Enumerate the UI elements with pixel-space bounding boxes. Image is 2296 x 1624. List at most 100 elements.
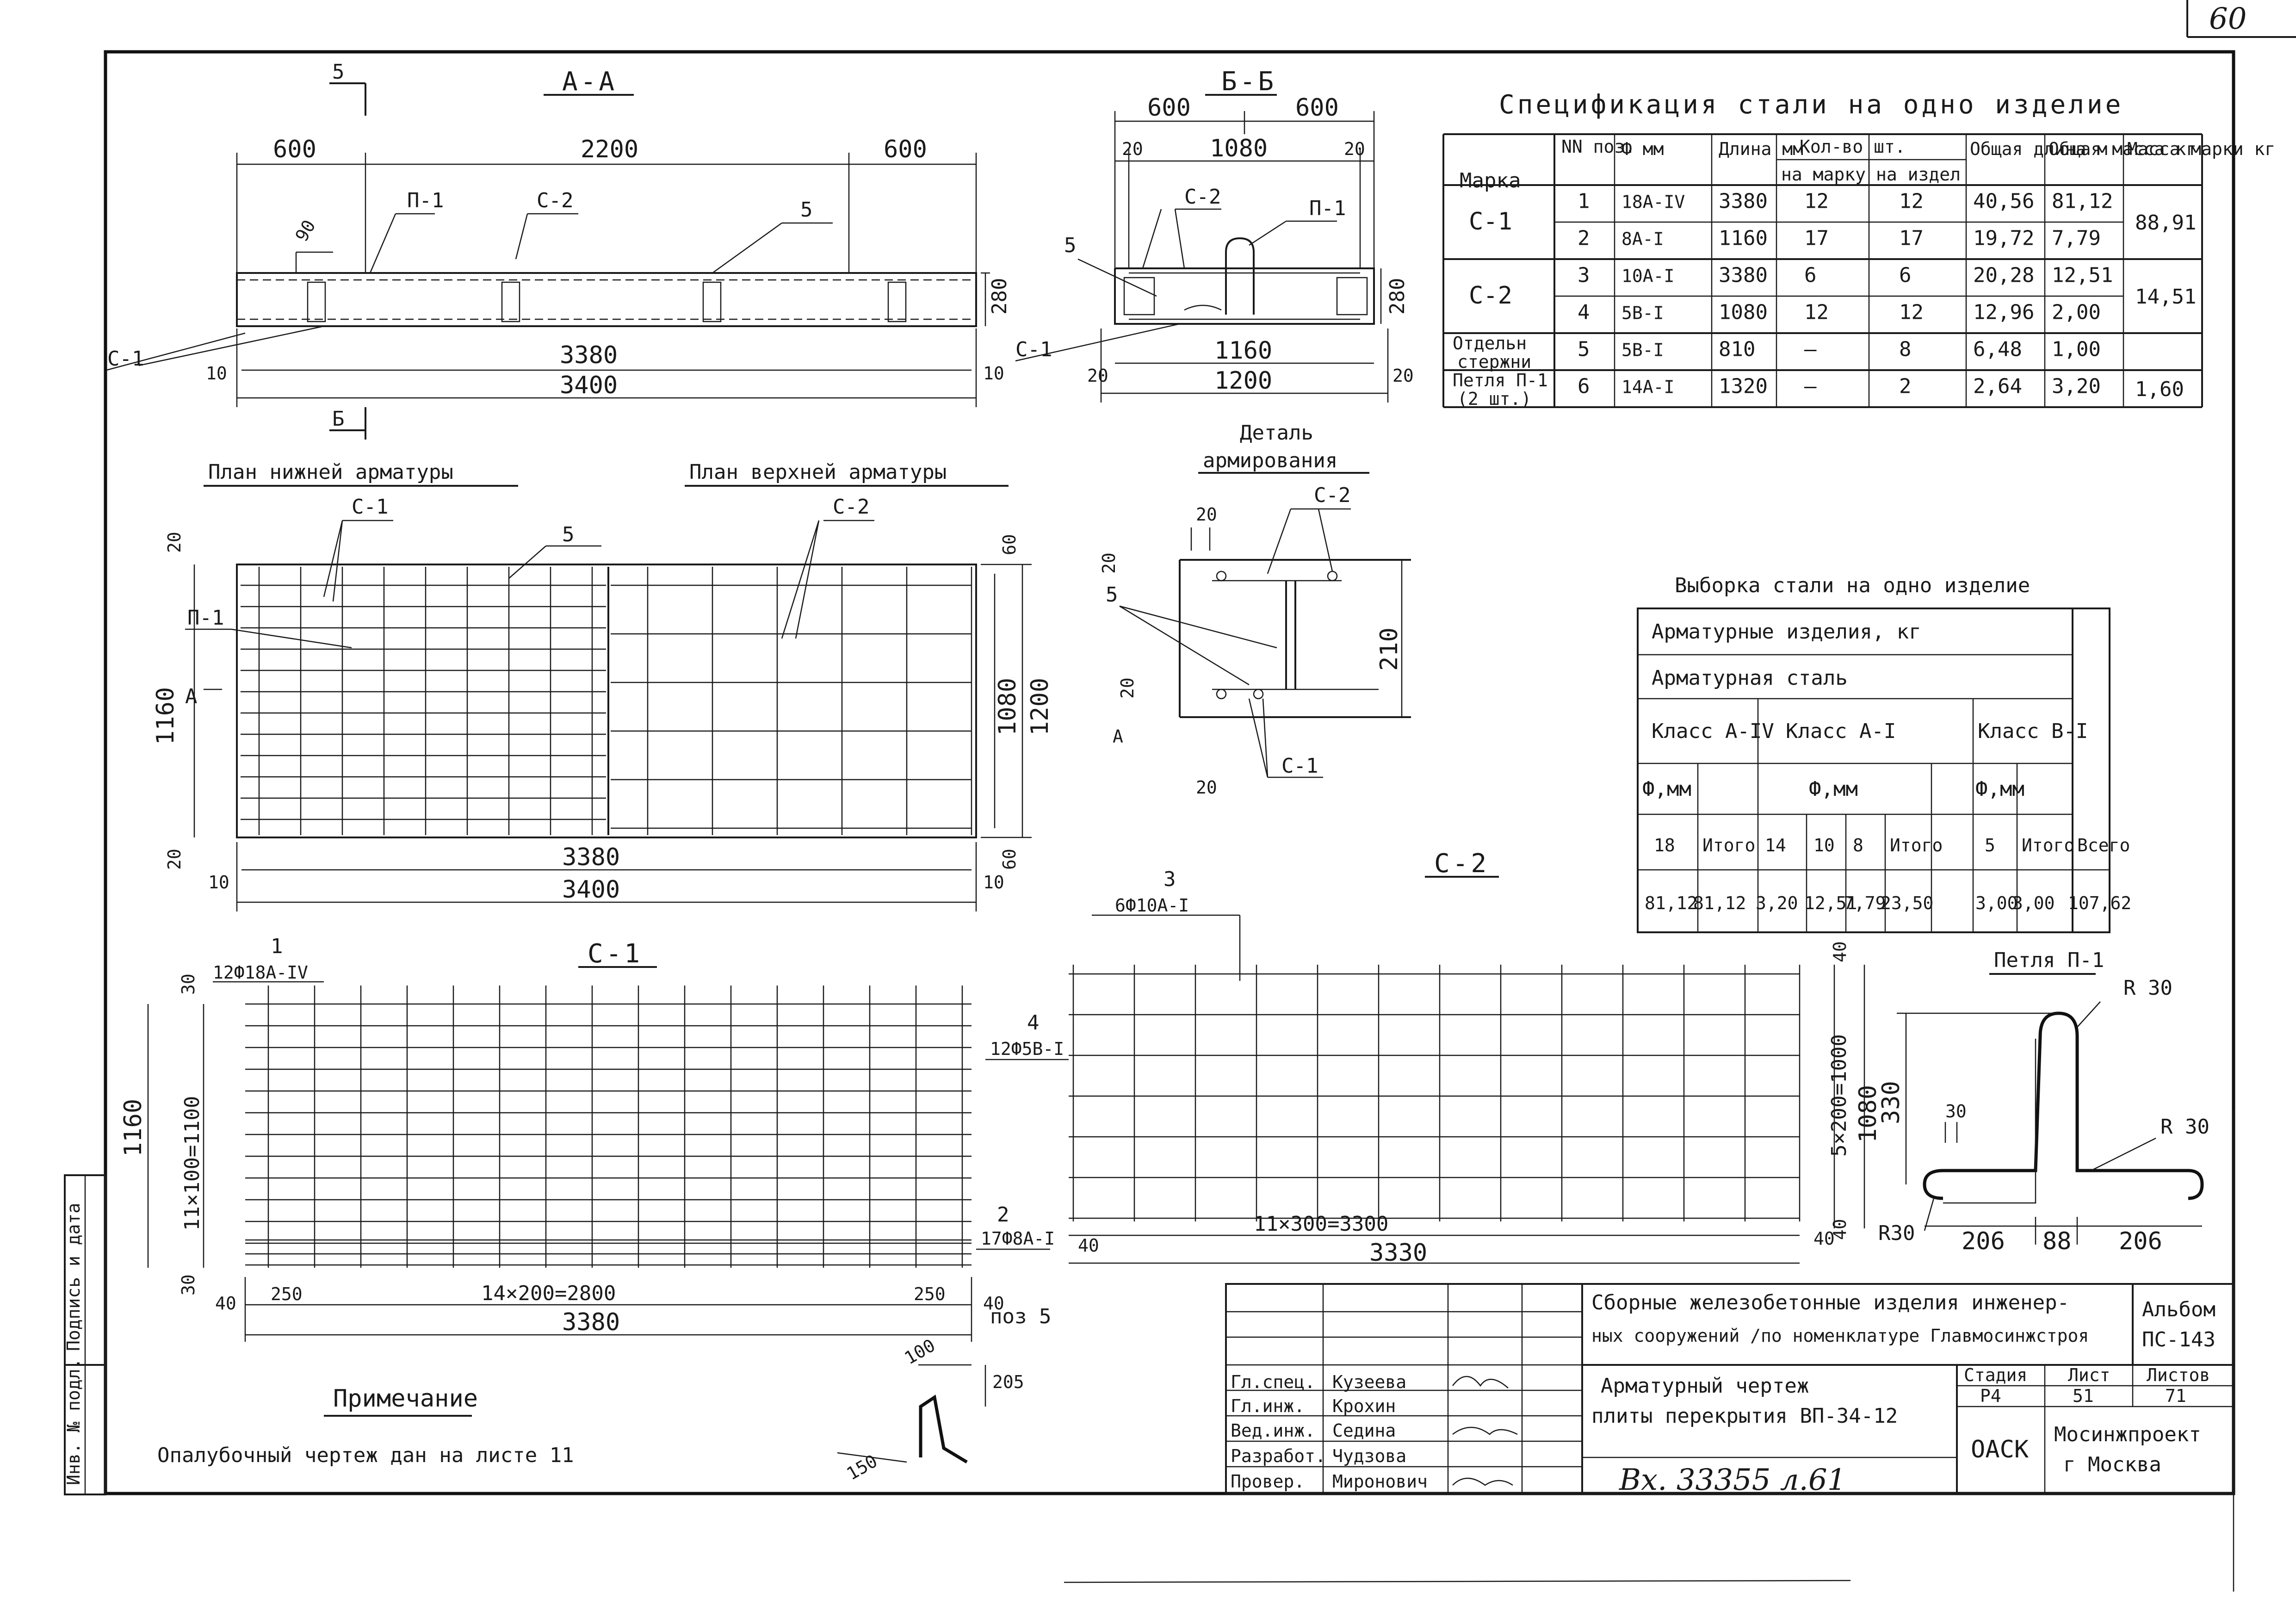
spec-header-qty: Кол-во шт. bbox=[1800, 136, 1906, 157]
spec-cell-mark-mass: 1,60 bbox=[2135, 378, 2184, 401]
svg-text:20: 20 bbox=[1196, 777, 1217, 798]
spec-cell-qty-item: 6 bbox=[1899, 264, 1912, 287]
spec-cell-pos: 5 bbox=[1578, 338, 1590, 361]
svg-text:5: 5 bbox=[562, 523, 575, 546]
spec-cell-total-mass: 1,00 bbox=[2052, 338, 2101, 361]
spec-cell-marka: С-2 bbox=[1469, 282, 1512, 310]
spec-cell-total-mass: 81,12 bbox=[2052, 190, 2113, 213]
selection-subheader: Всего bbox=[2077, 835, 2130, 855]
svg-text:1080: 1080 bbox=[1210, 135, 1268, 162]
svg-text:5: 5 bbox=[1064, 234, 1077, 257]
svg-text:6Ф10А-I: 6Ф10А-I bbox=[1115, 895, 1189, 916]
spec-cell-phi: 10А-I bbox=[1621, 266, 1674, 286]
svg-text:5: 5 bbox=[1106, 583, 1118, 607]
section-aa-title: А-А bbox=[562, 67, 617, 97]
spec-cell-pos: 6 bbox=[1578, 375, 1590, 398]
svg-text:Листов: Листов bbox=[2147, 1365, 2210, 1385]
spec-cell-pos: 2 bbox=[1578, 227, 1590, 250]
spec-header-len: Длина мм bbox=[1719, 139, 1803, 159]
svg-text:40: 40 bbox=[1813, 1228, 1835, 1249]
svg-text:П-1: П-1 bbox=[407, 189, 444, 212]
spec-header-phi: Ф мм bbox=[1621, 139, 1664, 159]
svg-text:10: 10 bbox=[983, 872, 1004, 893]
svg-text:40: 40 bbox=[1078, 1235, 1099, 1256]
svg-text:П-1: П-1 bbox=[1309, 197, 1346, 220]
spec-cell-qty-item: 8 bbox=[1899, 338, 1912, 361]
spec-cell-phi: 18А-IV bbox=[1621, 192, 1685, 212]
selection-value: 81,12 bbox=[1645, 893, 1697, 913]
svg-text:ПС-143: ПС-143 bbox=[2142, 1328, 2216, 1351]
svg-text:30: 30 bbox=[1945, 1101, 1967, 1122]
svg-text:План нижней арматуры: План нижней арматуры bbox=[208, 460, 453, 484]
svg-text:Сборные железобетонные изделия: Сборные железобетонные изделия инженер- bbox=[1591, 1291, 2069, 1314]
selection-value: 12,51 bbox=[1804, 893, 1857, 913]
spec-cell-qty-mark: 17 bbox=[1804, 227, 1829, 250]
svg-text:206: 206 bbox=[2119, 1227, 2162, 1255]
svg-text:армирования: армирования bbox=[1203, 449, 1337, 472]
selection-subheader: 14 bbox=[1765, 835, 1786, 855]
svg-text:Арматурный чертеж: Арматурный чертеж bbox=[1601, 1374, 1809, 1398]
sheet-frame bbox=[104, 50, 2235, 1495]
svg-text:12Ф18А-IV: 12Ф18А-IV bbox=[213, 962, 308, 983]
svg-text:20: 20 bbox=[1122, 139, 1143, 159]
spec-cell-qty-item: 12 bbox=[1899, 190, 1924, 213]
svg-text:330: 330 bbox=[1877, 1081, 1905, 1124]
svg-text:40: 40 bbox=[215, 1293, 236, 1314]
spec-header-marka: Марка bbox=[1460, 169, 1521, 192]
svg-text:3380: 3380 bbox=[562, 1308, 620, 1336]
svg-text:40: 40 bbox=[1830, 1219, 1850, 1240]
svg-text:250: 250 bbox=[271, 1284, 303, 1304]
spec-cell-qty-item: 2 bbox=[1899, 375, 1912, 398]
selection-table-title: Выборка стали на одно изделие bbox=[1675, 574, 2030, 597]
spec-cell-marka: С-1 bbox=[1469, 208, 1512, 236]
selection-dia: Ф,мм bbox=[1642, 777, 1691, 801]
spec-header-total-mass: Общая масса кг bbox=[2048, 139, 2197, 159]
note: Примечание Опалубочный чертеж дан на лис… bbox=[157, 1385, 574, 1467]
spec-cell-pos: 4 bbox=[1578, 301, 1590, 324]
selection-value: 107,62 bbox=[2068, 893, 2131, 913]
svg-text:20: 20 bbox=[1117, 677, 1138, 699]
spec-cell-len: 3380 bbox=[1719, 264, 1768, 287]
svg-text:150: 150 bbox=[843, 1450, 881, 1484]
section-bb: Б-Б 600 600 20 1080 20 С-2 П-1 5 С-1 280 bbox=[1015, 67, 1414, 403]
svg-text:210: 210 bbox=[1375, 627, 1403, 671]
svg-text:30: 30 bbox=[178, 973, 198, 995]
spec-cell-marka: Петля П-1 bbox=[1453, 370, 1548, 391]
spec-cell-total-len: 6,48 bbox=[1973, 338, 2022, 361]
svg-text:5: 5 bbox=[332, 60, 345, 84]
svg-text:С-1: С-1 bbox=[352, 495, 388, 519]
selection-subheader: 10 bbox=[1813, 835, 1835, 855]
svg-text:20: 20 bbox=[1344, 139, 1365, 159]
spec-cell-qty-mark: 12 bbox=[1804, 190, 1829, 213]
svg-text:600: 600 bbox=[1147, 94, 1191, 122]
svg-text:10: 10 bbox=[208, 872, 229, 893]
svg-text:поз 5: поз 5 bbox=[990, 1305, 1051, 1328]
selection-subheader: 5 bbox=[1985, 835, 1995, 855]
selection-subheader: Итого bbox=[1702, 835, 1755, 855]
selection-value: 23,50 bbox=[1881, 893, 1933, 913]
svg-text:1200: 1200 bbox=[1026, 678, 1054, 736]
svg-text:ных сооружений /по номенклатур: ных сооружений /по номенклатуре Главмоси… bbox=[1591, 1326, 2089, 1346]
svg-text:Стадия: Стадия bbox=[1964, 1365, 2027, 1385]
svg-text:С-1: С-1 bbox=[107, 347, 144, 371]
svg-text:206: 206 bbox=[1962, 1227, 2005, 1255]
spec-cell-len: 1320 bbox=[1719, 375, 1768, 398]
svg-text:600: 600 bbox=[884, 136, 927, 163]
spec-cell-total-mass: 2,00 bbox=[2052, 301, 2101, 324]
svg-text:С-1: С-1 bbox=[588, 939, 643, 969]
svg-text:20: 20 bbox=[1099, 552, 1119, 574]
svg-text:плиты перекрытия ВП-34-12: плиты перекрытия ВП-34-12 bbox=[1591, 1404, 1898, 1428]
spec-cell-qty-item: 12 bbox=[1899, 301, 1924, 324]
selection-subheader: 18 bbox=[1654, 835, 1675, 855]
svg-text:Гл.спец.: Гл.спец. bbox=[1231, 1372, 1315, 1392]
plan-views: План нижней арматуры План верхней армату… bbox=[152, 460, 1054, 911]
svg-text:С-2: С-2 bbox=[537, 189, 573, 212]
spec-cell-qty-item: 17 bbox=[1899, 227, 1924, 250]
svg-text:Гл.инж.: Гл.инж. bbox=[1231, 1396, 1305, 1416]
svg-text:Петля П-1: Петля П-1 bbox=[1994, 948, 2104, 972]
svg-text:11×100=1100: 11×100=1100 bbox=[180, 1096, 204, 1231]
svg-text:1160: 1160 bbox=[152, 687, 179, 745]
svg-text:17Ф8А-I: 17Ф8А-I bbox=[981, 1228, 1055, 1249]
svg-text:20: 20 bbox=[164, 849, 185, 870]
mesh-c1: С-1 1 12Ф18А-IV 2 17Ф8А-I 30 30 1160 11×… bbox=[119, 935, 1055, 1342]
